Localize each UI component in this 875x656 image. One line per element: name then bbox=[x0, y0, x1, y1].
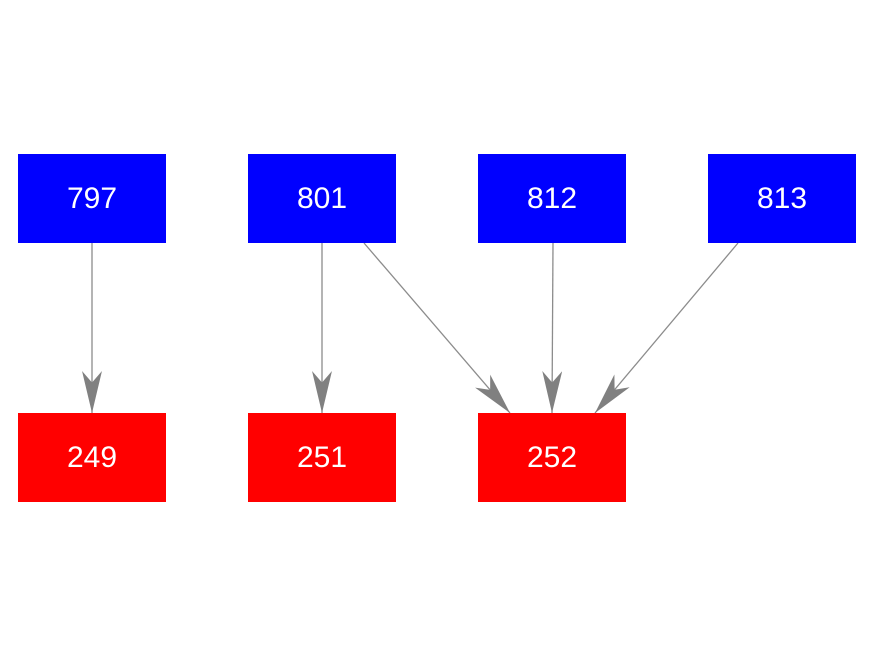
node-label: 251 bbox=[296, 440, 348, 474]
graph-node-813: 813 bbox=[708, 154, 856, 243]
graph-node-797: 797 bbox=[18, 154, 166, 243]
graph-node-801: 801 bbox=[248, 154, 396, 243]
graph-node-252: 252 bbox=[478, 413, 626, 502]
node-label: 812 bbox=[526, 181, 578, 215]
node-label: 797 bbox=[66, 181, 118, 215]
edge-801-252 bbox=[363, 242, 511, 414]
node-label: 801 bbox=[296, 181, 348, 215]
edge-813-252 bbox=[594, 242, 739, 414]
node-label: 249 bbox=[66, 440, 118, 474]
edge-812-252 bbox=[542, 242, 563, 414]
graph-node-249: 249 bbox=[18, 413, 166, 502]
node-label: 252 bbox=[526, 440, 578, 474]
graph-node-251: 251 bbox=[248, 413, 396, 502]
node-label: 813 bbox=[756, 181, 808, 215]
graph-node-812: 812 bbox=[478, 154, 626, 243]
